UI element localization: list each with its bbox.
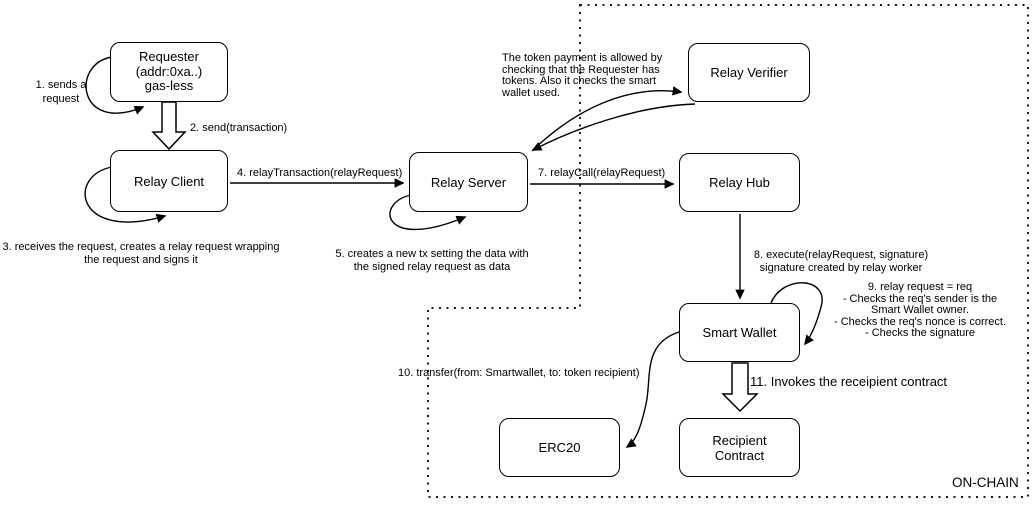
- node-relay-client: Relay Client: [110, 150, 228, 212]
- annotation-verifier-note: The token payment is allowed by checking…: [502, 52, 663, 99]
- node-relay-server: Relay Server: [409, 152, 528, 212]
- annotation-step-4: 4. relayTransaction(relayRequest): [237, 167, 403, 179]
- node-requester: Requester (addr:0xa..) gas-less: [110, 42, 228, 102]
- arrow-wallet-checks-loop: [770, 282, 823, 346]
- arrow-send-transaction-block: [151, 101, 187, 151]
- node-relay-hub: Relay Hub: [679, 153, 800, 212]
- annotation-step-3: 3. receives the request, creates a relay…: [2, 241, 280, 266]
- arrow-invokes-recipient-block: [721, 362, 759, 413]
- onchain-region-label: ON-CHAIN: [952, 475, 1019, 490]
- annotation-step-1: 1. sends a request: [35, 79, 87, 105]
- annotation-step-11: 11. Invokes the receipient contract: [750, 374, 948, 389]
- arrow-sends-request-loop: [85, 56, 145, 115]
- arrow-verifier-to-server: [531, 103, 696, 151]
- arrow-receives-request-loop: [84, 166, 167, 223]
- node-relay-verifier: Relay Verifier: [688, 43, 810, 102]
- annotation-step-5: 5. creates a new tx setting the data wit…: [335, 248, 529, 273]
- annotation-step-7: 7. relayCall(relayRequest): [538, 167, 666, 179]
- arrow-creates-new-tx-loop: [389, 194, 467, 231]
- annotation-step-10: 10. transfer(from: Smartwallet, to: toke…: [398, 367, 640, 379]
- annotation-step-2: 2. send(transaction): [190, 122, 288, 134]
- arrow-server-to-verifier: [531, 86, 683, 152]
- node-erc20: ERC20: [499, 418, 620, 477]
- arrow-transfer-erc20: [625, 331, 680, 448]
- node-smart-wallet: Smart Wallet: [679, 303, 800, 362]
- node-recipient-contract: Recipient Contract: [679, 418, 800, 477]
- annotation-step-9: 9. relay request = req - Checks the req'…: [833, 281, 1007, 339]
- annotation-step-8: 8. execute(relayRequest, signature) sign…: [753, 249, 929, 274]
